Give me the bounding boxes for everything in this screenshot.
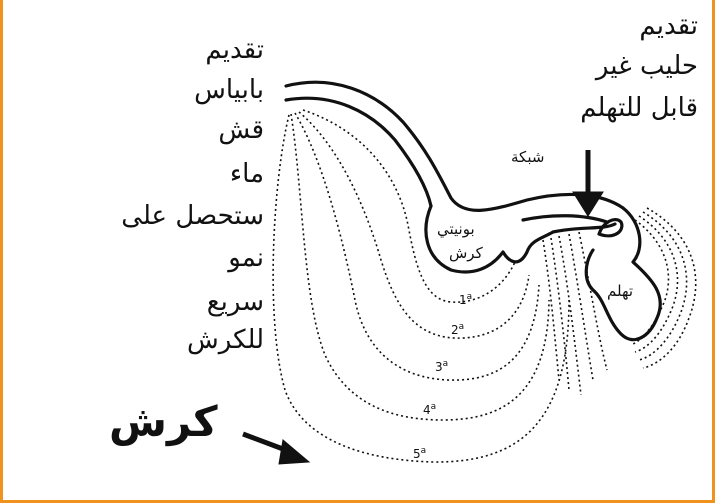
rumen-outline-4 — [290, 113, 550, 421]
milk-label-2: حليب غير — [595, 51, 698, 81]
rumen-stipple-4 — [568, 233, 594, 381]
esophagus-top-line — [284, 80, 625, 212]
stage-label-1: 1a — [459, 292, 473, 307]
stage-label-5: 5a — [413, 446, 427, 461]
rumen-outline-3 — [294, 112, 540, 381]
rumen-stipple-2 — [550, 237, 570, 391]
network-outline — [521, 214, 609, 224]
stage-label-3: 3a — [435, 359, 449, 374]
feeding-label-7: سريع — [206, 287, 264, 317]
milk-arrow-head — [572, 191, 604, 217]
network-label: شبكة — [511, 148, 545, 166]
abomasum-label: تهلم — [607, 282, 634, 300]
abomasum-outline — [584, 206, 662, 342]
stomach-diagram — [242, 80, 697, 465]
feeding-label-3: قش — [218, 115, 264, 145]
rumen-label: كرش — [109, 397, 218, 446]
rumen-stipple-1 — [542, 239, 560, 381]
small-rumen-label-2: كرش — [449, 244, 483, 262]
feeding-label-4: ماء — [229, 159, 264, 189]
omasum-ring — [597, 218, 624, 238]
rumen-arrow-head — [278, 439, 311, 465]
rumen-stipple-3 — [558, 235, 582, 396]
rumen-stipple-5 — [578, 231, 608, 371]
abomasum-outline-4 — [642, 207, 697, 369]
milk-label-1: تقديم — [639, 11, 698, 41]
feeding-label-6: نمو — [228, 243, 264, 273]
feeding-label-5: ستحصل على — [121, 201, 264, 231]
rumen-outline-5 — [272, 114, 570, 463]
rumen-outline-2 — [298, 111, 530, 339]
stage-label-4: 4a — [423, 402, 437, 417]
rumen-outline-1 — [302, 109, 516, 303]
small-rumen-label-1: بونيتي — [437, 220, 475, 238]
small-rumen-outline — [424, 204, 617, 274]
abomasum-outline-2 — [634, 215, 679, 353]
esophagus-bottom-line — [284, 96, 433, 208]
feeding-label-1: تقديم — [205, 35, 264, 65]
stage-label-2: 2a — [451, 322, 465, 337]
milk-label-3: قابل للتهلم — [580, 93, 698, 123]
abomasum-outline-1 — [630, 219, 670, 346]
feeding-label-8: للكرش — [187, 325, 264, 355]
feeding-label-2: بابياس — [194, 75, 264, 105]
